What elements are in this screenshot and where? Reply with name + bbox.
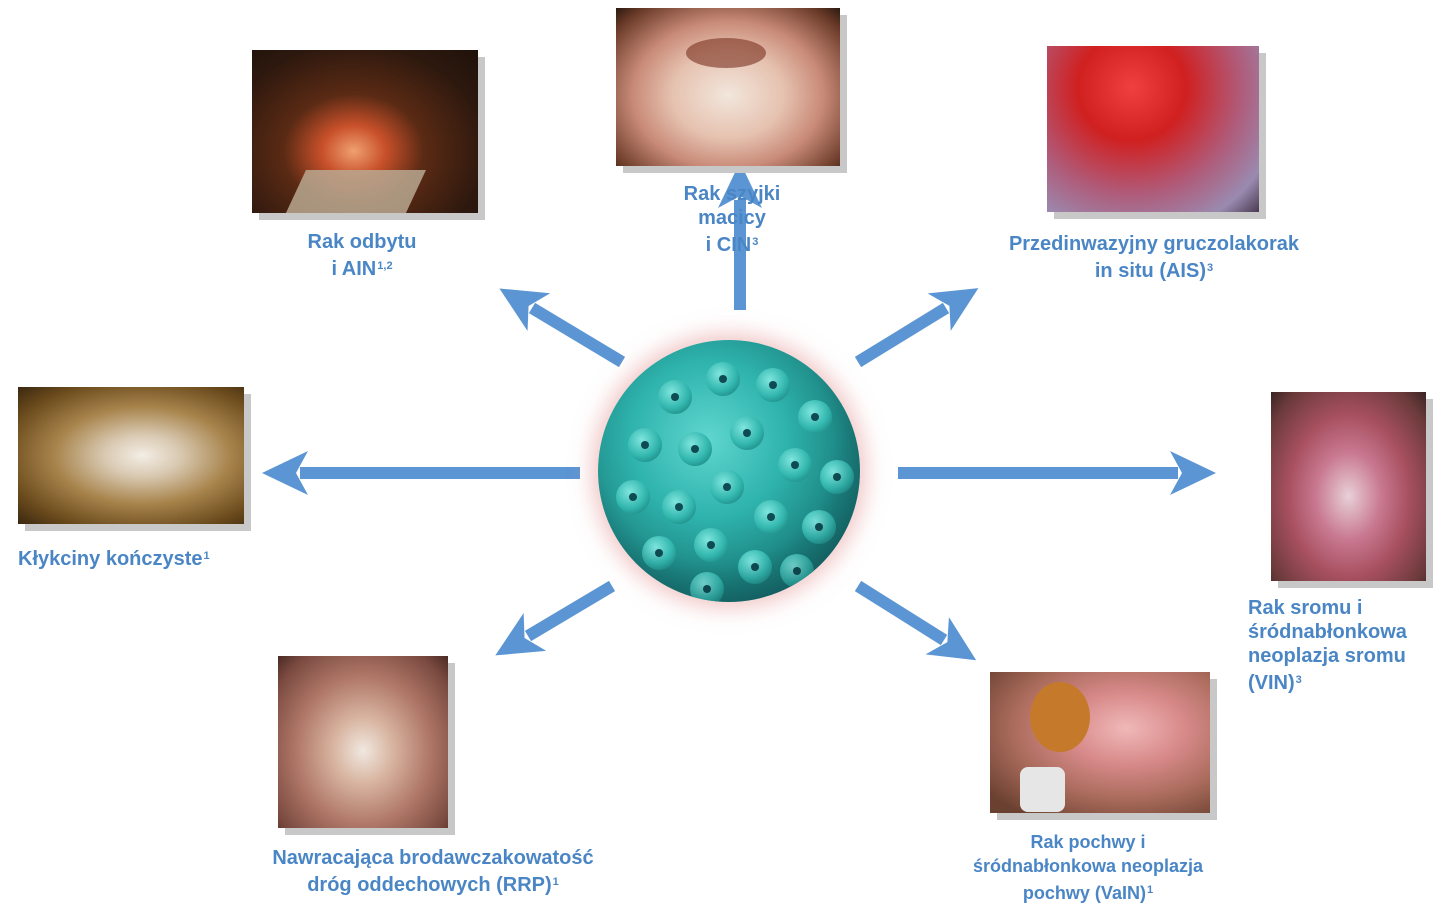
anal-cancer-photo [252, 50, 478, 213]
cervical-cancer-photo [616, 8, 840, 166]
arrow-to-anal [532, 308, 622, 362]
rrp-photo [278, 656, 448, 828]
arrow-to-vaginal [858, 586, 944, 640]
vulvar-cancer-label: Rak sromu i śródnabłonkowa neoplazja sro… [1248, 596, 1407, 695]
rrp-label: Nawracająca brodawczakowatość dróg oddec… [223, 846, 643, 897]
genital-warts-photo [18, 387, 244, 524]
vaginal-cancer-photo [990, 672, 1210, 813]
vulvar-cancer-photo [1271, 392, 1426, 581]
cervical-cancer-label: Rak szyjki macicy i CIN3 [632, 182, 832, 257]
anal-cancer-label: Rak odbytu i AIN1,2 [262, 230, 462, 281]
arrow-to-ais [858, 308, 946, 362]
ais-photo [1047, 46, 1259, 212]
ais-label: Przedinwazyjny gruczolakorak in situ (AI… [970, 232, 1338, 283]
arrow-to-rrp [528, 586, 612, 636]
genital-warts-label: Kłykciny kończyste1 [18, 544, 210, 571]
vaginal-cancer-label: Rak pochwy i śródnabłonkowa neoplazja po… [938, 830, 1238, 905]
hpv-virus-icon [598, 340, 860, 602]
